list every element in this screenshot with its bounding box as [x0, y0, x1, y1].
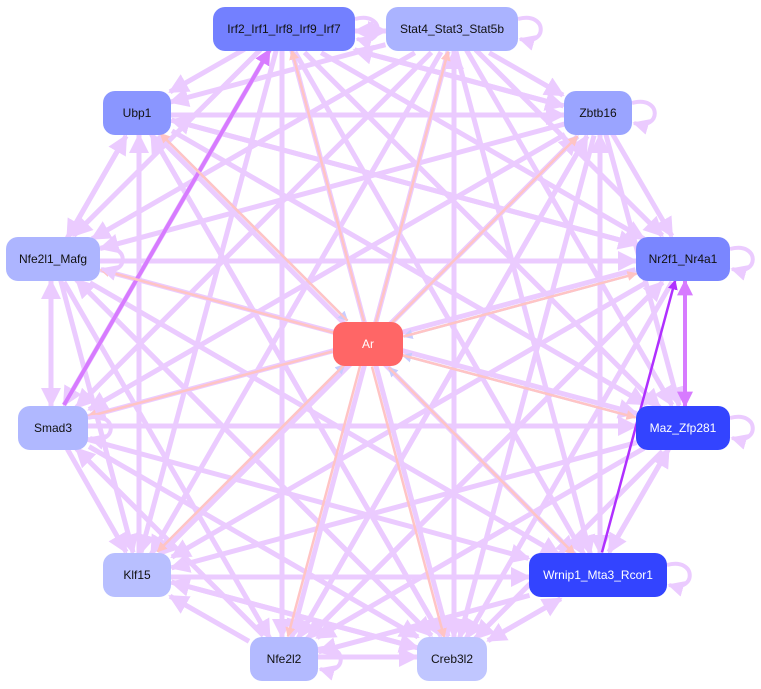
node-label: Zbtb16 — [579, 106, 617, 120]
node-label: Smad3 — [34, 421, 72, 435]
edge-smad-to-irf — [62, 48, 272, 406]
node-box — [213, 7, 355, 51]
node-box — [103, 553, 171, 597]
edge-irf-to-wrn — [292, 50, 586, 556]
edge-nfe2-to-smad — [74, 446, 266, 638]
self-loop-zbtb — [631, 99, 657, 135]
edge-zbtb-to-smad — [87, 132, 567, 412]
node-label: Ubp1 — [123, 106, 152, 120]
node-box — [417, 637, 487, 681]
node-irf[interactable]: Irf2_Irf1_Irf8_Irf9_Irf7 — [213, 7, 355, 51]
self-loop-irf — [354, 15, 380, 51]
node-box — [529, 553, 667, 597]
node-box — [6, 237, 100, 281]
edge-smad-to-creb — [87, 444, 420, 640]
node-smad[interactable]: Smad3 — [18, 406, 88, 450]
edge-ar-to-creb — [370, 366, 447, 639]
node-creb[interactable]: Creb3l2 — [417, 637, 487, 681]
edge-ar-to-ubp — [159, 132, 349, 322]
edge-ar-to-maz — [402, 354, 637, 420]
node-nfe2[interactable]: Nfe2l2 — [250, 637, 318, 681]
self-loop-nfe2 — [317, 645, 343, 681]
edge-irf-to-klf — [136, 49, 279, 555]
self-loop-nfe1 — [99, 245, 125, 281]
node-label: Stat4_Stat3_Stat5b — [400, 22, 504, 36]
node-nfe1[interactable]: Nfe2l1_Mafg — [6, 237, 100, 281]
self-loop-maz — [729, 414, 755, 450]
node-label: Creb3l2 — [431, 652, 473, 666]
node-zbtb[interactable]: Zbtb16 — [564, 91, 632, 135]
node-label: Nfe2l1_Mafg — [19, 252, 87, 266]
edge-stat-to-zbtb — [487, 50, 565, 98]
edge-nr2-to-ubp — [169, 115, 638, 247]
node-box — [386, 7, 518, 51]
node-label: Nfe2l2 — [267, 652, 302, 666]
edge-ar-to-irf — [289, 49, 366, 322]
node-box — [636, 406, 730, 450]
edge-wrn-to-nfe2 — [316, 592, 531, 657]
edge-ar-to-stat — [374, 50, 451, 323]
edge-zbtb-to-nfe1 — [98, 121, 566, 254]
self-loop-smad — [87, 414, 113, 450]
edge-stat-to-nfe1 — [90, 50, 417, 241]
edge-ar-to-wrn — [387, 366, 576, 556]
node-ubp[interactable]: Ubp1 — [103, 91, 171, 135]
node-box — [564, 91, 632, 135]
node-box — [333, 322, 403, 366]
edge-creb-to-ubp — [149, 132, 444, 638]
edge-nfe2-to-nr2 — [305, 280, 665, 641]
node-box — [103, 91, 171, 135]
node-box — [636, 237, 730, 281]
edge-nfe2-to-zbtb — [296, 134, 590, 640]
edge-stat-to-ubp — [168, 42, 387, 108]
self-loop-wrn — [666, 561, 692, 597]
node-wrn[interactable]: Wrnip1_Mta3_Rcor1 — [529, 553, 667, 597]
node-label: Klf15 — [123, 568, 151, 582]
node-label: Irf2_Irf1_Irf8_Irf9_Irf7 — [227, 22, 341, 36]
edge-nr2-to-klf — [170, 280, 648, 560]
edge-irf-to-ubp — [168, 47, 246, 95]
edge-ubp-to-maz — [170, 128, 648, 407]
node-maz[interactable]: Maz_Zfp281 — [636, 406, 730, 450]
node-box — [250, 637, 318, 681]
edge-maz-to-klf — [169, 440, 638, 573]
edge-wrn-to-maz — [606, 447, 671, 554]
edge-zbtb-to-irf — [352, 44, 565, 109]
self-loop-stat — [517, 15, 543, 51]
node-label: Ar — [362, 337, 374, 351]
node-klf[interactable]: Klf15 — [103, 553, 171, 597]
node-label: Maz_Zfp281 — [650, 421, 717, 435]
edge-zbtb-to-nr2 — [610, 132, 675, 238]
edge-ar-to-nfe2 — [285, 365, 362, 638]
edge-nfe1-to-ubp — [65, 134, 129, 240]
self-loop-nr2 — [729, 245, 755, 281]
edge-maz-to-nfe2 — [315, 446, 646, 640]
node-label: Nr2f1_Nr4a1 — [649, 252, 718, 266]
edge-nfe2-to-klf — [168, 593, 251, 644]
node-label: Wrnip1_Mta3_Rcor1 — [543, 568, 653, 582]
node-nr2[interactable]: Nr2f1_Nr4a1 — [636, 237, 730, 281]
edge-nfe1-to-wrn — [88, 280, 561, 557]
node-ar[interactable]: Ar — [333, 322, 403, 366]
edge-ar-to-nr2 — [403, 271, 638, 338]
edge-ar-to-klf — [156, 363, 346, 553]
node-stat[interactable]: Stat4_Stat3_Stat5b — [386, 7, 518, 51]
edge-ar-to-smad — [86, 350, 333, 420]
edge-creb-to-wrn — [486, 596, 563, 643]
edge-creb-to-nfe1 — [74, 277, 434, 638]
edge-stat-to-wrn — [453, 50, 596, 556]
edge-ar-to-nfe1 — [99, 267, 334, 334]
node-box — [18, 406, 88, 450]
edge-ar-to-zbtb — [390, 135, 579, 325]
